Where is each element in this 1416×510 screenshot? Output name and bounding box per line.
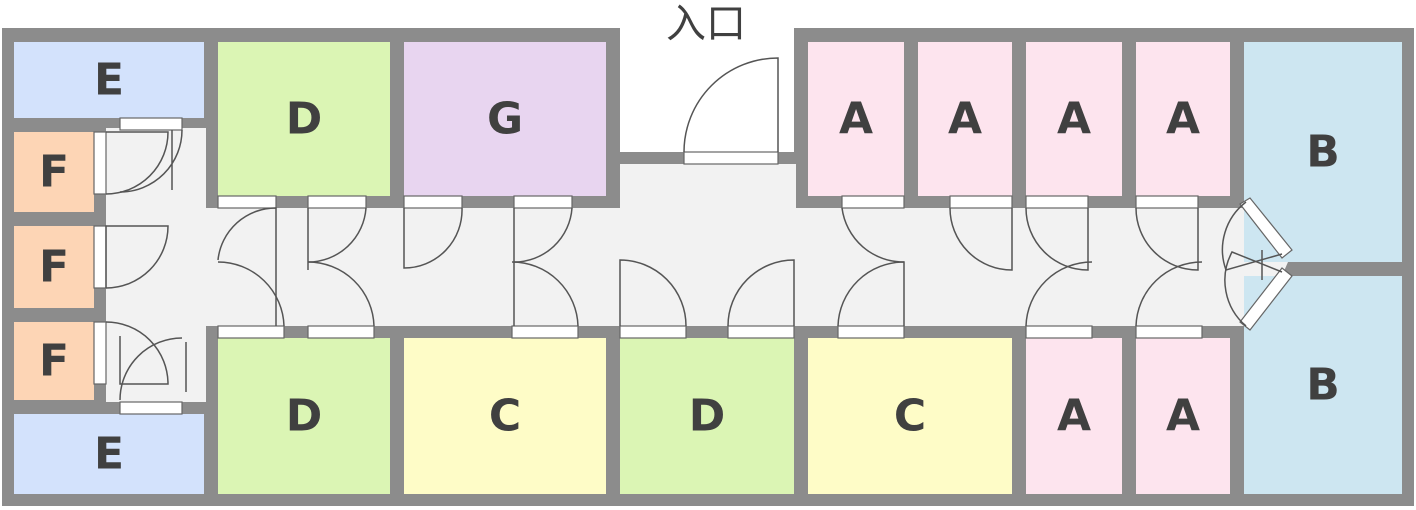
room-label-e-top: E <box>94 55 124 106</box>
entrance-label: 入口 <box>666 1 746 47</box>
door-opening-g-top-2 <box>513 195 573 209</box>
door-opening-e-bottom <box>119 401 183 415</box>
corridor-main <box>216 208 1244 326</box>
door-swing-e-bottom <box>119 337 187 401</box>
room-a-top-4 <box>1136 42 1230 196</box>
room-d-bottom-1 <box>218 338 390 494</box>
room-d-bottom-2 <box>620 338 794 494</box>
door-swing-d-top-2 <box>307 207 367 270</box>
room-label-e-bottom: E <box>94 429 124 480</box>
door-opening-f-3 <box>93 321 107 385</box>
door-opening-c-bottom-1 <box>511 325 579 339</box>
room-label-f-1: F <box>39 147 69 198</box>
door-opening-a-bottom-1 <box>1025 325 1093 339</box>
rooms <box>14 42 1402 494</box>
door-openings <box>93 117 1203 415</box>
door-opening-d-bottom-2a <box>619 325 687 339</box>
door-swing-g-top-1 <box>403 207 463 269</box>
room-a-bottom-1 <box>1026 338 1122 494</box>
door-swing-d-top-1 <box>217 207 277 326</box>
room-label-c-bottom-1: C <box>489 391 521 442</box>
door-swing-a-bottom-2 <box>1135 261 1203 327</box>
door-swings <box>105 57 1203 401</box>
door-opening-d-top-2 <box>307 195 367 209</box>
room-a-bottom-2 <box>1136 338 1230 494</box>
door-opening-d-top-1 <box>217 195 277 209</box>
room-label-b-bottom: B <box>1306 360 1340 411</box>
door-opening-d-bottom-2b <box>727 325 795 339</box>
door-opening-c-bottom-2 <box>837 325 905 339</box>
door-opening-e-top <box>119 117 183 131</box>
room-label-c-bottom-2: C <box>894 391 926 442</box>
room-label-f-3: F <box>39 336 69 387</box>
room-a-top-1 <box>808 42 904 196</box>
room-c-bottom-1 <box>404 338 606 494</box>
room-label-d-bottom-2: D <box>689 391 726 442</box>
room-e-top <box>14 42 204 118</box>
room-label-a-top-4: A <box>1166 94 1200 145</box>
door-swing-c-bottom-1 <box>511 261 579 327</box>
room-label-a-top-2: A <box>948 94 982 145</box>
room-label-d-top: D <box>286 94 323 145</box>
door-opening-a-top-2 <box>949 195 1013 209</box>
room-d-top <box>218 42 390 196</box>
east-end-doors <box>1221 197 1293 331</box>
door-swing-f-2 <box>105 225 169 289</box>
corridor-west <box>106 128 206 402</box>
room-label-a-bottom-1: A <box>1057 391 1091 442</box>
room-f-1 <box>14 132 94 212</box>
door-opening-a-top-4 <box>1135 195 1199 209</box>
door-swing-e-top <box>119 129 183 193</box>
door-opening-a-top-3 <box>1025 195 1089 209</box>
room-label-d-bottom-1: D <box>286 391 323 442</box>
corridors <box>106 128 1288 402</box>
room-label-a-top-3: A <box>1057 94 1091 145</box>
room-a-top-3 <box>1026 42 1122 196</box>
door-swing-a-top-3 <box>1025 207 1089 271</box>
door-swing-f-1 <box>105 131 169 195</box>
door-swing-a-top-2 <box>949 207 1013 271</box>
entrance-door-swing <box>683 57 779 153</box>
door-swing-d-bottom-1a <box>217 261 285 327</box>
room-e-bottom <box>14 414 204 494</box>
room-f-2 <box>14 226 94 308</box>
door-opening-d-bottom-1b <box>307 325 375 339</box>
room-label-g-top: G <box>487 94 523 145</box>
east-door-frame-lower <box>1239 267 1293 331</box>
room-label-b-top: B <box>1306 127 1340 178</box>
door-opening-a-bottom-2 <box>1135 325 1203 339</box>
entrance-opening <box>683 151 779 165</box>
room-f-3 <box>14 322 94 400</box>
room-label-a-top-1: A <box>839 94 873 145</box>
corridor-lobby <box>620 164 796 212</box>
room-label-f-2: F <box>39 242 69 293</box>
room-a-top-2 <box>918 42 1012 196</box>
door-swing-d-bottom-1b <box>307 261 375 327</box>
door-opening-a-top-1 <box>841 195 905 209</box>
room-b-bottom <box>1244 276 1402 494</box>
door-swing-a-bottom-1 <box>1025 261 1093 327</box>
door-swing-d-bottom-2a <box>619 259 687 327</box>
door-opening-f-2 <box>93 225 107 289</box>
east-door-swing-lower <box>1224 251 1283 327</box>
door-swing-d-bottom-2b <box>727 259 795 327</box>
room-g-top <box>404 42 606 196</box>
door-opening-g-top-1 <box>403 195 463 209</box>
door-swing-g-top-2 <box>513 207 573 326</box>
east-door-swing-upper <box>1221 201 1283 271</box>
room-c-bottom-2 <box>808 338 1012 494</box>
east-door-frame-upper <box>1239 197 1293 259</box>
room-label-a-bottom-2: A <box>1166 391 1200 442</box>
door-swing-c-bottom-2 <box>837 261 905 327</box>
door-opening-f-1 <box>93 131 107 195</box>
door-opening-d-bottom-1a <box>217 325 285 339</box>
corridor-west-link <box>200 208 220 326</box>
door-swing-a-top-4 <box>1135 207 1199 271</box>
